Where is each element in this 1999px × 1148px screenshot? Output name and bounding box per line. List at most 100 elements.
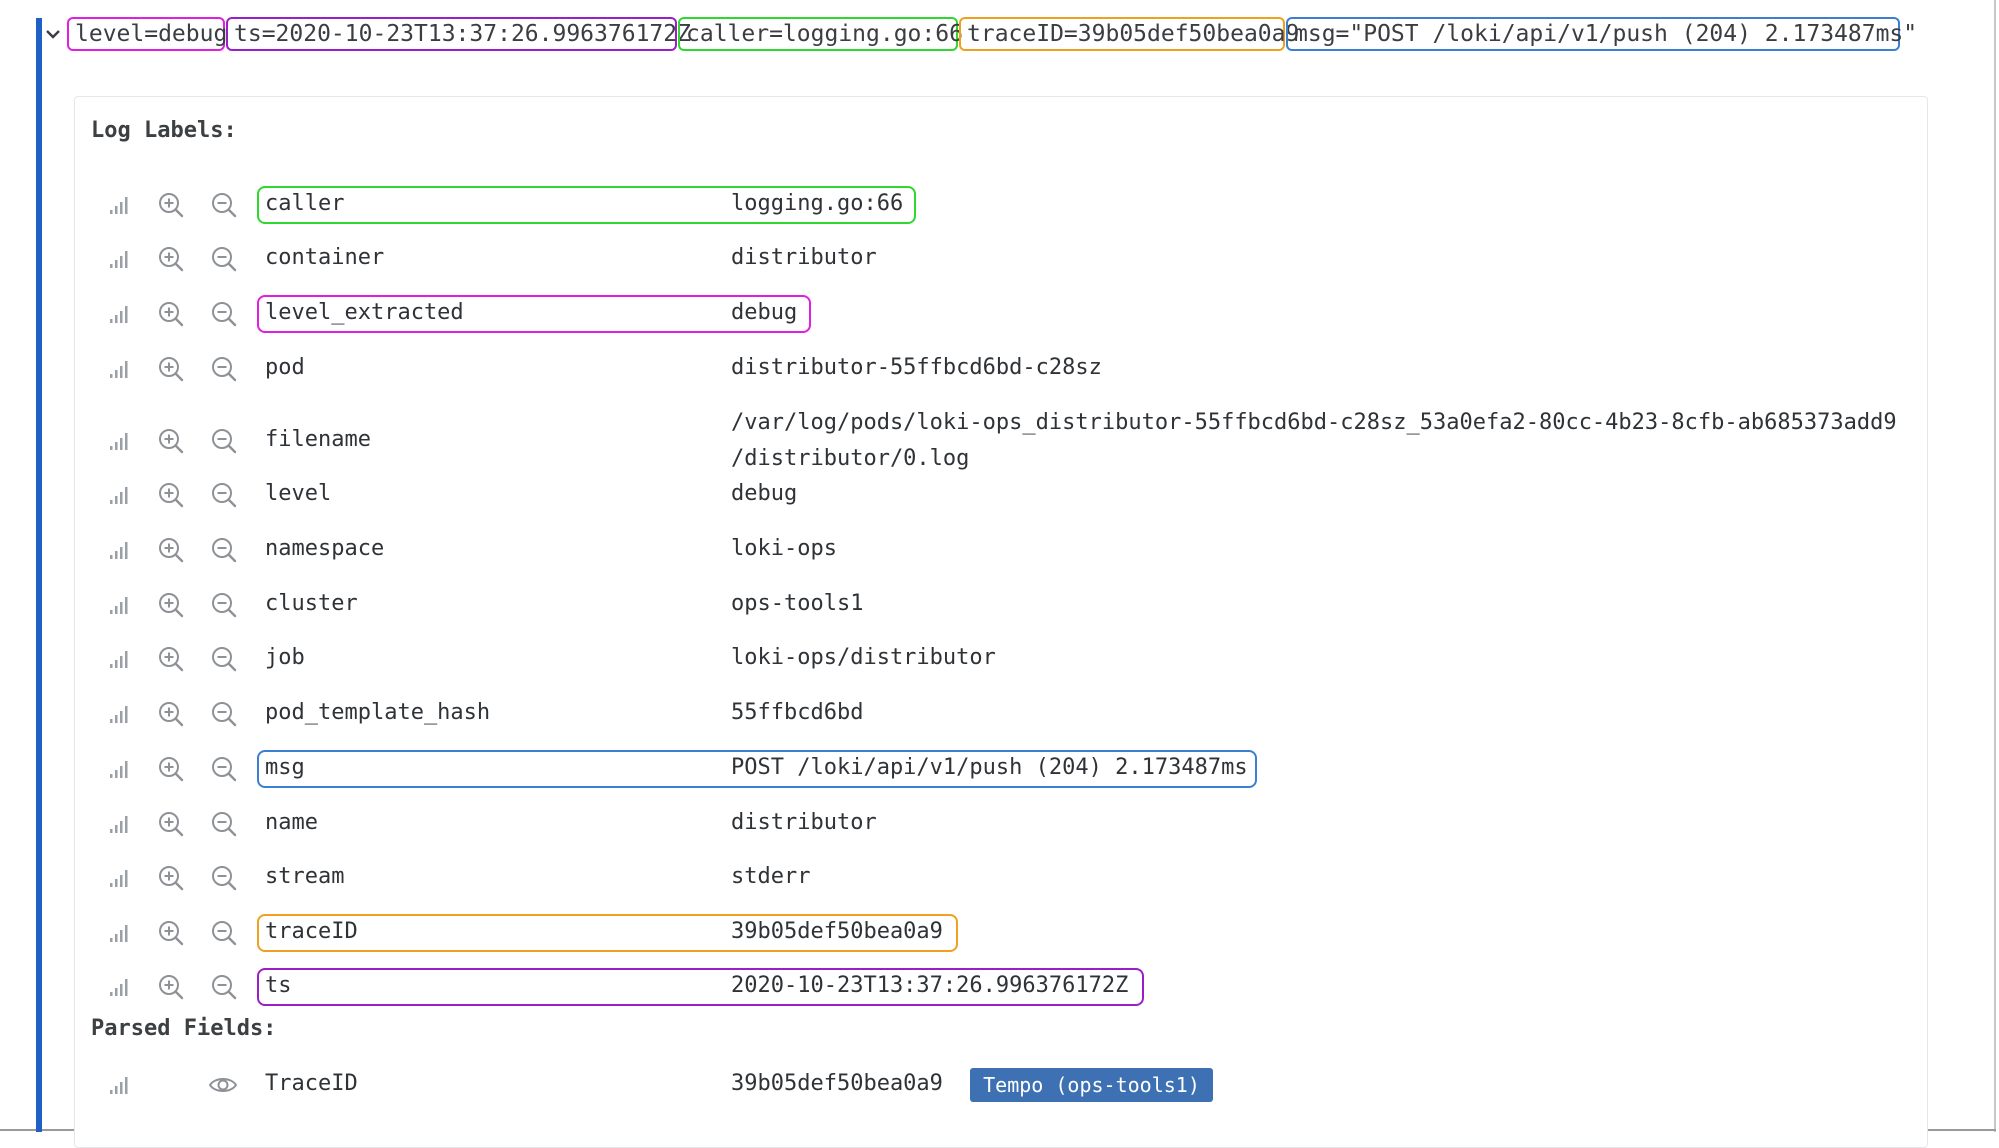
stats-icon[interactable]: [108, 758, 130, 784]
label-value: 55ffbcd6bd: [731, 700, 864, 725]
zoom-out-icon[interactable]: [210, 191, 238, 223]
chevron-down-icon[interactable]: [44, 22, 62, 46]
label-key: caller: [265, 191, 345, 216]
parsed-field-row: TraceID 39b05def50bea0a9: [0, 1066, 1999, 1104]
zoom-in-icon[interactable]: [157, 591, 185, 623]
label-key: msg: [265, 755, 305, 780]
zoom-in-icon[interactable]: [157, 810, 185, 842]
window-edge: [1968, 0, 1999, 1132]
zoom-in-icon[interactable]: [157, 973, 185, 1005]
label-value: distributor: [731, 245, 877, 270]
label-value: distributor: [731, 810, 877, 835]
log-token-ts: ts=2020-10-23T13:37:26.996376172Z: [226, 17, 691, 51]
zoom-in-icon[interactable]: [157, 427, 185, 459]
zoom-in-icon[interactable]: [157, 536, 185, 568]
stats-icon[interactable]: [108, 194, 130, 220]
log-details-panel: [74, 96, 1928, 1148]
parsed-field-key: TraceID: [265, 1071, 358, 1096]
stats-icon[interactable]: [108, 922, 130, 948]
log-label-row: msg POST /loki/api/v1/push (204) 2.173487…: [0, 750, 1999, 788]
stats-icon[interactable]: [108, 703, 130, 729]
label-value: POST /loki/api/v1/push (204) 2.173487ms: [731, 755, 1248, 780]
zoom-out-icon[interactable]: [210, 300, 238, 332]
label-key: level_extracted: [265, 300, 464, 325]
stats-icon[interactable]: [108, 248, 130, 274]
stats-icon[interactable]: [108, 976, 130, 1002]
label-key: stream: [265, 864, 345, 889]
eye-icon[interactable]: [208, 1074, 238, 1100]
label-value: 2020-10-23T13:37:26.996376172Z: [731, 973, 1129, 998]
log-labels-title: Log Labels:: [91, 118, 237, 143]
log-label-row: container distributor: [0, 240, 1999, 278]
zoom-out-icon[interactable]: [210, 355, 238, 387]
label-value: logging.go:66: [731, 191, 904, 216]
zoom-out-icon[interactable]: [210, 427, 238, 459]
stats-icon[interactable]: [108, 1074, 130, 1100]
parsed-field-value: 39b05def50bea0a9: [731, 1071, 943, 1096]
log-label-row: caller logging.go:66: [0, 186, 1999, 224]
label-key: traceID: [265, 919, 358, 944]
stats-icon[interactable]: [108, 303, 130, 329]
zoom-out-icon[interactable]: [210, 481, 238, 513]
log-label-row: stream stderr: [0, 859, 1999, 897]
zoom-in-icon[interactable]: [157, 300, 185, 332]
zoom-in-icon[interactable]: [157, 755, 185, 787]
zoom-in-icon[interactable]: [157, 481, 185, 513]
label-key: container: [265, 245, 385, 270]
label-key: pod: [265, 355, 305, 380]
zoom-out-icon[interactable]: [210, 245, 238, 277]
stats-icon[interactable]: [108, 813, 130, 839]
log-label-row: traceID 39b05def50bea0a9: [0, 914, 1999, 952]
zoom-in-icon[interactable]: [157, 191, 185, 223]
log-label-row: filename/var/log/pods/loki-ops_distribut…: [0, 410, 1999, 471]
stats-icon[interactable]: [108, 594, 130, 620]
zoom-out-icon[interactable]: [210, 864, 238, 896]
stats-icon[interactable]: [108, 539, 130, 565]
zoom-in-icon[interactable]: [157, 355, 185, 387]
zoom-out-icon[interactable]: [210, 810, 238, 842]
zoom-out-icon[interactable]: [210, 536, 238, 568]
log-label-row: job loki-ops/distributor: [0, 640, 1999, 678]
label-value: debug: [731, 300, 798, 325]
label-value: loki-ops: [731, 536, 837, 561]
log-token-level: level=debug: [67, 17, 227, 51]
log-level-bar: [36, 18, 42, 1132]
zoom-in-icon[interactable]: [157, 645, 185, 677]
zoom-in-icon[interactable]: [157, 245, 185, 277]
stats-icon[interactable]: [108, 484, 130, 510]
label-value: loki-ops/distributor: [731, 645, 996, 670]
zoom-out-icon[interactable]: [210, 700, 238, 732]
zoom-in-icon[interactable]: [157, 919, 185, 951]
log-label-row: ts 2020-10-23T13:37:26.996376172Z: [0, 968, 1999, 1006]
label-value: debug: [731, 481, 798, 506]
zoom-in-icon[interactable]: [157, 864, 185, 896]
zoom-out-icon[interactable]: [210, 591, 238, 623]
zoom-out-icon[interactable]: [210, 755, 238, 787]
zoom-out-icon[interactable]: [210, 645, 238, 677]
stats-icon[interactable]: [108, 358, 130, 384]
label-key: ts: [265, 973, 292, 998]
label-value: stderr: [731, 864, 811, 889]
window-border-right: [1994, 0, 1996, 1132]
log-token-traceid: traceID=39b05def50bea0a9: [959, 17, 1299, 51]
parsed-fields-title: Parsed Fields:: [91, 1016, 277, 1041]
log-label-row: level_extracted debug: [0, 295, 1999, 333]
label-key: cluster: [265, 591, 358, 616]
label-key: name: [265, 810, 318, 835]
label-key: job: [265, 645, 305, 670]
stats-icon[interactable]: [108, 648, 130, 674]
zoom-out-icon[interactable]: [210, 919, 238, 951]
stats-icon[interactable]: [108, 430, 130, 456]
zoom-in-icon[interactable]: [157, 700, 185, 732]
label-value-continued: /distributor/0.log: [731, 446, 970, 471]
label-value: 39b05def50bea0a9: [731, 919, 943, 944]
log-token-caller: caller=logging.go:66: [678, 17, 963, 51]
log-token-msg: msg="POST /loki/api/v1/push (204) 2.1734…: [1286, 17, 1917, 51]
zoom-out-icon[interactable]: [210, 973, 238, 1005]
tempo-link-button[interactable]: Tempo (ops-tools1): [970, 1068, 1213, 1102]
label-value: /var/log/pods/loki-ops_distributor-55ffb…: [731, 410, 1897, 435]
stats-icon[interactable]: [108, 867, 130, 893]
